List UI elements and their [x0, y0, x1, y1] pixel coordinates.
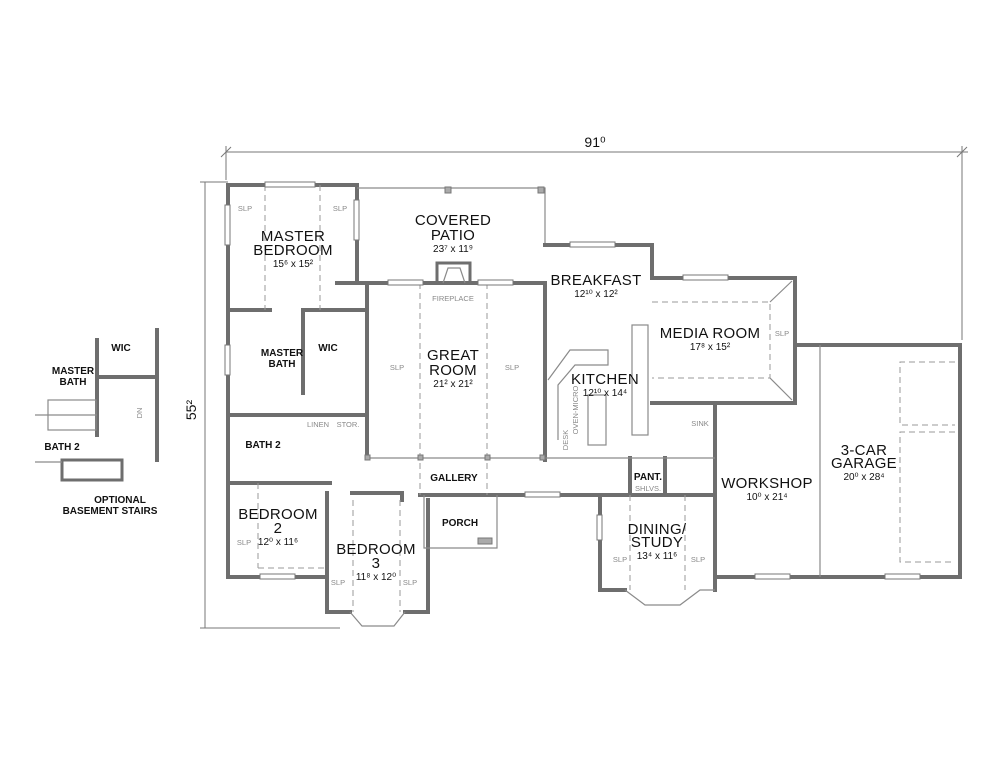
labels-pantry-label: PANT.	[634, 472, 662, 483]
rooms-kitchen-size-label: 12¹⁰ x 14⁴	[583, 388, 627, 399]
rooms-master-bedroom-size-label: 15⁶ x 15²	[273, 259, 314, 270]
labels-master-bath2-label: BATH	[268, 359, 295, 370]
rooms-media-room-name-label: MEDIA ROOM	[660, 325, 761, 342]
rooms-master-bedroom-name1-label: MASTER	[261, 228, 325, 245]
rooms-bedroom3-name2-label: 3	[372, 555, 381, 572]
labels-slp-label: SLP	[237, 538, 251, 547]
rooms-dining-size-label: 13⁴ x 11⁶	[637, 551, 677, 562]
inset-title2-label: BASEMENT STAIRS	[63, 506, 158, 517]
rooms-covered-patio-size-label: 23⁷ x 11⁹	[433, 244, 473, 255]
labels-master-bath1-label: MASTER	[261, 348, 304, 359]
room-garage: 3-CAR GARAGE 20⁰ x 28⁴	[831, 442, 897, 483]
rooms-covered-patio-name1-label: COVERED	[415, 212, 491, 229]
overall-depth-dimension: 55²	[183, 181, 340, 629]
rooms-covered-patio-name2-label: PATIO	[431, 227, 475, 244]
labels-linen-label: LINEN	[307, 420, 329, 429]
room-bedroom-2: BEDROOM 2 12⁰ x 11⁶	[238, 506, 318, 548]
labels-slp-label: SLP	[505, 363, 519, 372]
labels-stor-label: STOR.	[337, 420, 360, 429]
walls	[224, 181, 962, 627]
inset-title1-label: OPTIONAL	[94, 495, 146, 506]
labels-slp-label: SLP	[613, 555, 627, 564]
inset-basement-stairs: WIC MASTER BATH BATH 2 OPTIONAL BASEMENT…	[35, 328, 159, 517]
rooms-garage-size-label: 20⁰ x 28⁴	[843, 472, 884, 483]
rooms-dining-name1-label: DINING/	[628, 521, 687, 538]
room-breakfast: BREAKFAST 12¹⁰ x 12²	[550, 272, 641, 300]
rooms-bedroom2-size-label: 12⁰ x 11⁶	[258, 537, 298, 548]
rooms-workshop-name-label: WORKSHOP	[721, 475, 813, 492]
rooms-garage-name1-label: 3-CAR	[841, 442, 888, 459]
rooms-bedroom2-name2-label: 2	[274, 520, 283, 537]
labels-slp-label: SLP	[691, 555, 705, 564]
labels-fireplace-label: FIREPLACE	[432, 294, 474, 303]
room-dining-study: DINING/ STUDY 13⁴ x 11⁶	[628, 521, 687, 562]
room-covered-patio: COVERED PATIO 23⁷ x 11⁹	[415, 212, 491, 255]
room-great-room: GREAT ROOM 21² x 21²	[427, 347, 479, 390]
rooms-master-bedroom-name2-label: BEDROOM	[253, 242, 333, 259]
small-labels: MASTER BATH WIC BATH 2 GALLERY PORCH PAN…	[237, 204, 789, 587]
room-master-bedroom: MASTER BEDROOM 15⁶ x 15²	[253, 228, 333, 270]
labels-sink-label: SINK	[691, 419, 709, 428]
inset-wic-label: WIC	[111, 343, 130, 354]
room-kitchen: KITCHEN 12¹⁰ x 14⁴	[571, 371, 639, 399]
labels-slp-label: SLP	[333, 204, 347, 213]
labels-bath2-label: BATH 2	[245, 440, 281, 451]
inset-bath2-label: BATH 2	[44, 442, 80, 453]
labels-oven-micro-label: OVEN-MICRO	[571, 385, 580, 434]
labels-slp-label: SLP	[390, 363, 404, 372]
labels-slp-label: SLP	[331, 578, 345, 587]
rooms-kitchen-name-label: KITCHEN	[571, 371, 639, 388]
labels-gallery-label: GALLERY	[430, 473, 478, 484]
labels-slp-label: SLP	[403, 578, 417, 587]
rooms-great-room-name1-label: GREAT	[427, 347, 479, 364]
labels-desk-label: DESK	[561, 430, 570, 450]
rooms-dining-name2-label: STUDY	[631, 534, 683, 551]
rooms-media-room-size-label: 17⁸ x 15²	[690, 342, 731, 353]
rooms-bedroom3-name1-label: BEDROOM	[336, 541, 416, 558]
room-bedroom-3: BEDROOM 3 11⁸ x 12⁰	[336, 541, 416, 583]
rooms-breakfast-size-label: 12¹⁰ x 12²	[574, 289, 618, 300]
rooms-breakfast-name-label: BREAKFAST	[550, 272, 641, 289]
inset-master-bath2-label: BATH	[59, 377, 86, 388]
room-workshop: WORKSHOP 10⁰ x 21⁴	[721, 475, 813, 503]
depth-label: 55²	[183, 400, 199, 421]
rooms-garage-name2-label: GARAGE	[831, 455, 897, 472]
room-media-room: MEDIA ROOM 17⁸ x 15²	[660, 325, 761, 353]
labels-slp-label: SLP	[775, 329, 789, 338]
labels-porch-label: PORCH	[442, 518, 478, 529]
inset-master-bath1-label: MASTER	[52, 366, 95, 377]
rooms-bedroom3-size-label: 11⁸ x 12⁰	[356, 572, 396, 583]
overall-width-dimension: 91⁰	[220, 134, 968, 340]
rooms-great-room-name2-label: ROOM	[429, 362, 477, 379]
labels-slp-label: SLP	[238, 204, 252, 213]
rooms-workshop-size-label: 10⁰ x 21⁴	[746, 492, 787, 503]
width-label: 91⁰	[584, 134, 606, 150]
rooms-great-room-size-label: 21² x 21²	[433, 379, 473, 390]
labels-wic-label: WIC	[318, 343, 337, 354]
labels-shelves-label: SHLVS.	[635, 484, 661, 493]
rooms-bedroom2-name1-label: BEDROOM	[238, 506, 318, 523]
labels-dn-label: DN	[135, 408, 144, 419]
